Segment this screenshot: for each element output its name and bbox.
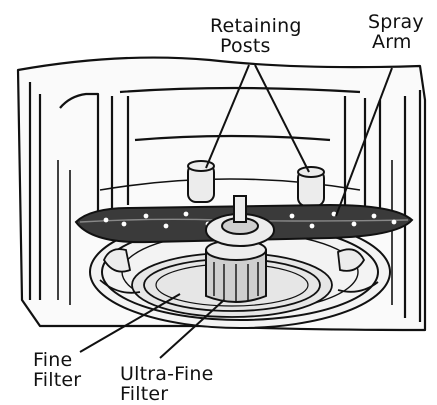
label-retaining-posts-line2: Posts	[210, 36, 302, 56]
retaining-post-left	[188, 161, 214, 202]
label-retaining-posts: Retaining Posts	[210, 16, 302, 56]
label-spray-arm-line1: Spray	[368, 12, 424, 32]
label-ultra-fine-filter-line2: Filter	[120, 384, 214, 404]
retaining-post-right	[298, 167, 324, 206]
label-fine-filter-line2: Filter	[33, 370, 81, 390]
ultra-fine-filter	[206, 240, 266, 302]
label-spray-arm: Spray Arm	[368, 12, 424, 52]
label-fine-filter: Fine Filter	[33, 350, 81, 390]
label-retaining-posts-line1: Retaining	[210, 16, 302, 36]
label-fine-filter-line1: Fine	[33, 350, 81, 370]
label-spray-arm-line2: Arm	[368, 32, 424, 52]
label-ultra-fine-filter-line1: Ultra-Fine	[120, 364, 214, 384]
label-ultra-fine-filter: Ultra-Fine Filter	[120, 364, 214, 404]
